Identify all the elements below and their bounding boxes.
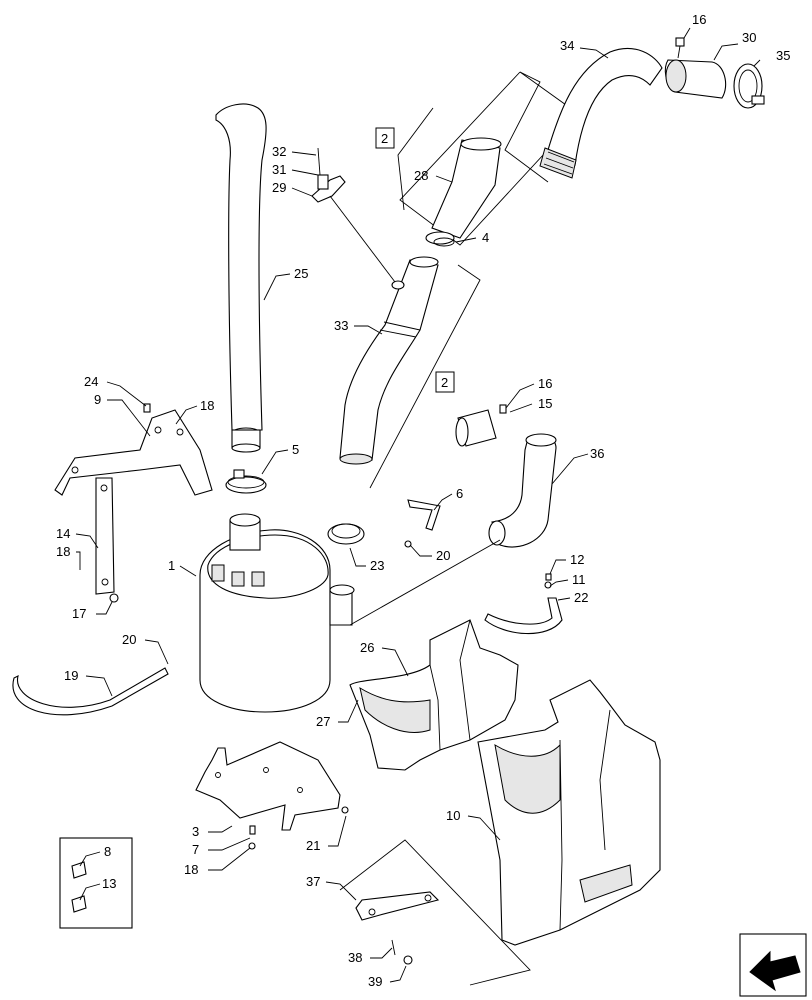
- callout-10: 10: [446, 808, 460, 823]
- heat-shield-10: [477, 679, 661, 946]
- adapter-15: [455, 404, 507, 447]
- callout-30: 30: [742, 30, 756, 45]
- detail-frame-upper: [399, 71, 581, 246]
- callout-35: 35: [776, 48, 790, 63]
- sensor-bracket-29: [311, 147, 396, 283]
- back-arrow-icon[interactable]: [739, 933, 807, 997]
- callout-39: 39: [368, 974, 382, 989]
- callout-20-middle: 20: [436, 548, 450, 563]
- callout-14: 14: [56, 526, 70, 541]
- callout-19: 19: [64, 668, 78, 683]
- callout-31: 31: [272, 162, 286, 177]
- callout-16-upper: 16: [692, 12, 706, 27]
- callout-25: 25: [294, 266, 308, 281]
- callout-34: 34: [560, 38, 574, 53]
- callout-2-lower: 2: [441, 375, 448, 390]
- pipe-coupler-30: [664, 59, 727, 99]
- callout-38: 38: [348, 950, 362, 965]
- callout-18-middle: 18: [56, 544, 70, 559]
- callout-32: 32: [272, 144, 286, 159]
- band-clamp-35: [733, 63, 765, 109]
- callout-6: 6: [456, 486, 463, 501]
- callout-29: 29: [272, 180, 286, 195]
- callout-26: 26: [360, 640, 374, 655]
- callout-1: 1: [168, 558, 175, 573]
- tail-pipe-25: [215, 103, 267, 453]
- callout-16-middle: 16: [538, 376, 552, 391]
- clamp-23: [327, 523, 365, 545]
- elbow-pipe-34: [539, 47, 663, 179]
- elbow-pipe-36: [349, 433, 557, 626]
- pipe-33: [339, 256, 439, 465]
- bracket-37: [355, 891, 440, 965]
- callout-labels: 16 30 34 35 2 32 31 29 28 4 25 33 2 16 1…: [56, 12, 790, 989]
- mounting-bracket-9: [54, 403, 213, 496]
- callout-9: 9: [94, 392, 101, 407]
- strap-19: [12, 667, 169, 716]
- strap-14: [95, 477, 119, 603]
- callout-3: 3: [192, 824, 199, 839]
- inset-box-8-13: [59, 837, 133, 929]
- arc-bracket-22: [484, 573, 563, 635]
- callout-15: 15: [538, 396, 552, 411]
- callout-33: 33: [334, 318, 348, 333]
- leader-lines: [75, 27, 761, 983]
- callout-11: 11: [572, 572, 586, 587]
- detail-frame-lower: [339, 839, 531, 986]
- callout-20-left: 20: [122, 632, 136, 647]
- callout-28: 28: [414, 168, 428, 183]
- clamp-5: [225, 469, 267, 494]
- bolt-16-upper: [675, 37, 685, 59]
- callout-21: 21: [306, 838, 320, 853]
- callout-18-upper: 18: [200, 398, 214, 413]
- reference-box-2-lower: [435, 371, 455, 393]
- bracket-plate-3: [195, 741, 349, 850]
- clamp-4: [425, 231, 455, 247]
- bracket-6: [404, 499, 441, 548]
- callout-7: 7: [192, 842, 199, 857]
- callout-36: 36: [590, 446, 604, 461]
- reference-box-2-upper: [375, 127, 395, 149]
- callout-17: 17: [72, 606, 86, 621]
- callout-22: 22: [574, 590, 588, 605]
- detail-frame-middle: [369, 107, 481, 489]
- tail-pipe-28: [431, 137, 502, 239]
- callout-13: 13: [102, 876, 116, 891]
- callout-37: 37: [306, 874, 320, 889]
- callout-4: 4: [482, 230, 489, 245]
- muffler-1: [199, 513, 355, 713]
- callout-2-upper: 2: [381, 131, 388, 146]
- callout-5: 5: [292, 442, 299, 457]
- callout-8: 8: [104, 844, 111, 859]
- callout-12: 12: [570, 552, 584, 567]
- callout-27: 27: [316, 714, 330, 729]
- heat-shield-26-27: [349, 619, 519, 771]
- callout-24: 24: [84, 374, 98, 389]
- callout-18-lower: 18: [184, 862, 198, 877]
- callout-23: 23: [370, 558, 384, 573]
